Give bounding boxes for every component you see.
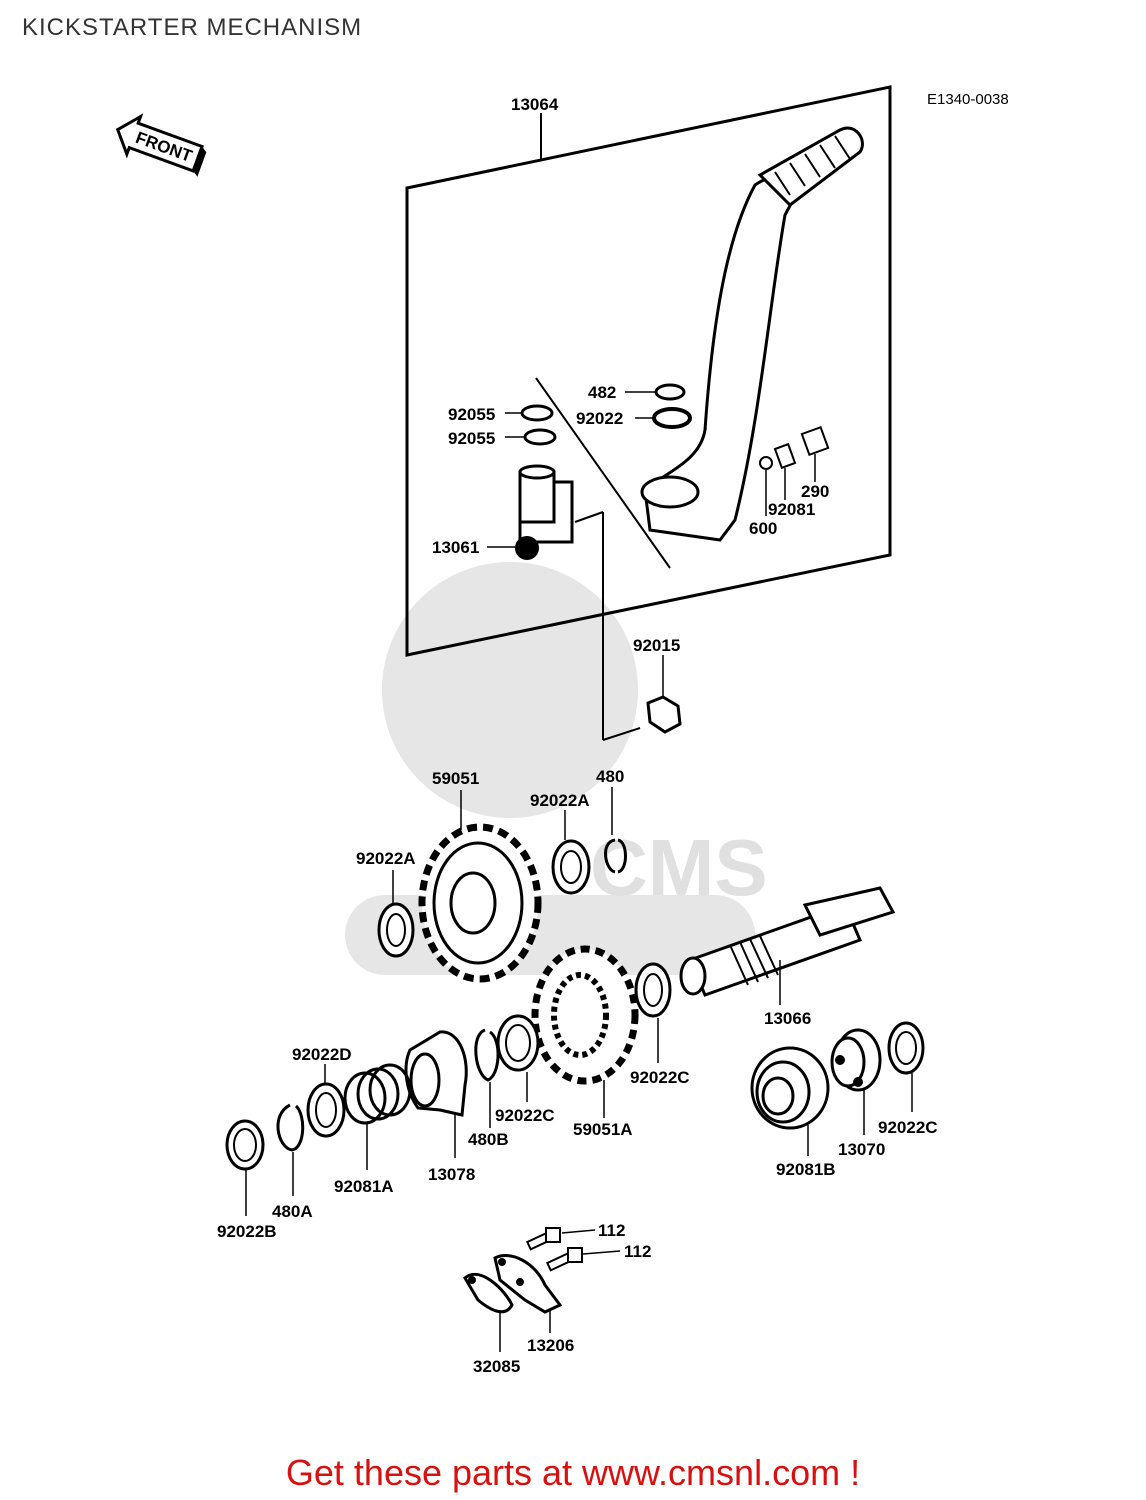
label-92055-b: 92055 xyxy=(448,429,495,448)
kick-lever xyxy=(640,126,864,542)
gear-59051 xyxy=(418,790,542,983)
label-600: 600 xyxy=(749,519,777,538)
footer-link-text[interactable]: Get these parts at www.cmsnl.com ! xyxy=(285,1452,861,1493)
label-92022: 92022 xyxy=(576,409,623,428)
front-arrow: FRONT xyxy=(115,113,207,177)
label-112-b: 112 xyxy=(624,1242,651,1261)
label-59051: 59051 xyxy=(432,769,479,788)
label-13206: 13206 xyxy=(527,1336,574,1355)
label-92022A-left: 92022A xyxy=(356,849,416,868)
label-13078: 13078 xyxy=(428,1165,475,1184)
label-92022C-c: 92022C xyxy=(878,1118,938,1137)
label-290: 290 xyxy=(801,482,829,501)
bolts-112 xyxy=(526,1227,621,1272)
label-92055-a: 92055 xyxy=(448,405,495,424)
plates-13206-32085 xyxy=(463,1254,563,1352)
spring-92081B xyxy=(750,1046,830,1156)
label-92022A-right: 92022A xyxy=(530,791,590,810)
label-480A: 480A xyxy=(272,1202,313,1221)
label-13066: 13066 xyxy=(764,1009,811,1028)
label-482: 482 xyxy=(588,383,616,402)
label-92022C-b: 92022C xyxy=(495,1106,555,1125)
label-13070: 13070 xyxy=(838,1140,885,1159)
label-480: 480 xyxy=(596,767,624,786)
label-13064: 13064 xyxy=(511,95,559,114)
ratchet-13078 xyxy=(404,1030,468,1158)
label-13061: 13061 xyxy=(432,538,479,557)
label-92022B: 92022B xyxy=(217,1222,277,1241)
boss-13061 xyxy=(515,464,574,560)
nut-92015 xyxy=(646,695,682,734)
watermark-logo: CMS xyxy=(345,562,768,975)
collar-13070 xyxy=(830,1028,882,1135)
shaft-13066 xyxy=(679,886,896,1005)
label-92022D: 92022D xyxy=(292,1045,352,1064)
page-title: KICKSTARTER MECHANISM xyxy=(22,14,363,41)
label-112-a: 112 xyxy=(598,1221,625,1240)
gear-59051A xyxy=(531,945,639,1118)
svg-text:CMS: CMS xyxy=(590,823,768,912)
label-92022C-a: 92022C xyxy=(630,1068,690,1087)
label-92081B: 92081B xyxy=(776,1160,836,1179)
label-32085: 32085 xyxy=(473,1357,520,1376)
label-92081: 92081 xyxy=(768,500,815,519)
label-92015: 92015 xyxy=(633,636,680,655)
label-92081A: 92081A xyxy=(334,1177,394,1196)
label-480B: 480B xyxy=(468,1130,509,1149)
label-59051A: 59051A xyxy=(573,1120,633,1139)
assembly-panel xyxy=(405,85,892,657)
diagram-code: E1340-0038 xyxy=(927,91,1009,108)
